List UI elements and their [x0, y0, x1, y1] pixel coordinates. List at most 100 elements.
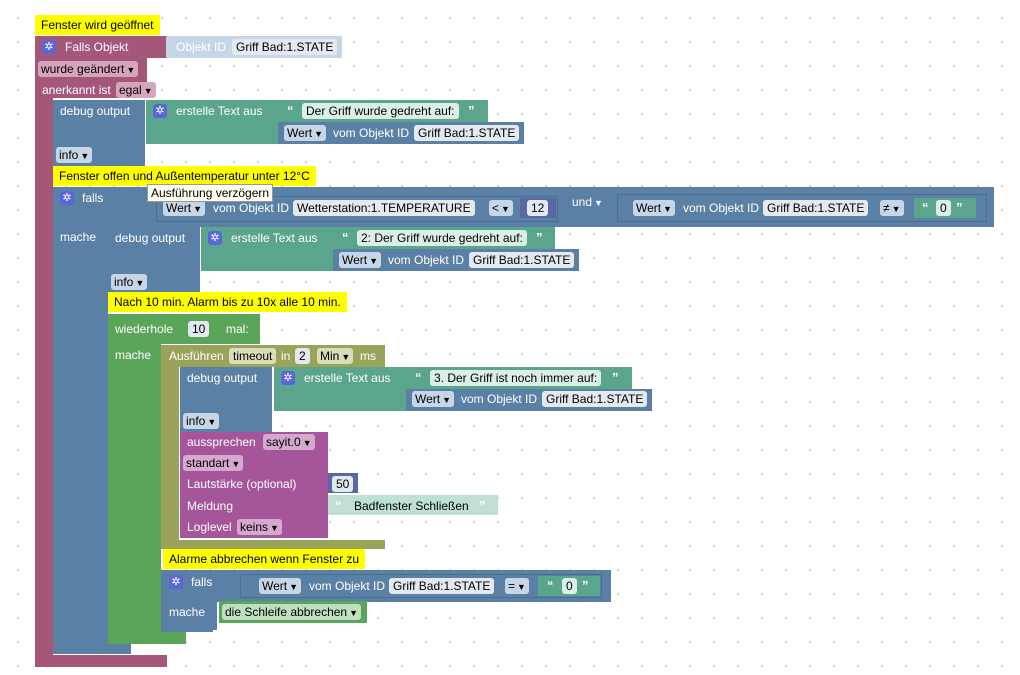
speak-msg[interactable]: Badfenster Schließen: [354, 499, 469, 513]
speak-log-dropdown[interactable]: keins▼: [237, 519, 282, 535]
comment-2[interactable]: Fenster offen und Außentemperatur unter …: [53, 166, 316, 186]
chevron-down-icon: ▼: [314, 129, 324, 139]
chevron-down-icon: ▼: [891, 204, 901, 214]
quote-open-icon: “: [547, 578, 554, 593]
gear-icon[interactable]: ✲: [208, 231, 222, 245]
speak-log-label: Loglevel: [187, 520, 232, 534]
if1-wert2-dropdown[interactable]: Wert▼: [633, 200, 676, 216]
timeout-rail: [161, 365, 179, 542]
debug2-wert-dropdown[interactable]: Wert▼: [339, 252, 382, 268]
chevron-down-icon: ▼: [663, 204, 673, 214]
repeat-count[interactable]: 10: [188, 321, 210, 337]
quote-close-icon: ”: [612, 370, 619, 385]
debug3-wert-dropdown[interactable]: Wert▼: [412, 391, 455, 407]
debug1-label: debug output: [60, 104, 131, 118]
gear-icon[interactable]: ✲: [169, 575, 183, 589]
speak-mode-dropdown[interactable]: standart▼: [183, 455, 244, 471]
gear-icon[interactable]: ✲: [60, 191, 74, 205]
text-join-block-1[interactable]: [146, 100, 278, 144]
event-block[interactable]: [35, 36, 167, 58]
debug3-text-label: erstelle Text aus: [304, 371, 391, 385]
chevron-down-icon: ▼: [302, 438, 312, 448]
text-join-block-2[interactable]: [201, 227, 333, 271]
speak-msg-input[interactable]: [328, 495, 498, 515]
if1-str[interactable]: 0: [936, 200, 951, 216]
debug1-obj[interactable]: Griff Bad:1.STATE: [414, 125, 520, 141]
if2-mache: mache: [169, 605, 206, 619]
if1-und-dropdown[interactable]: und▼: [569, 194, 606, 210]
if-block-1-rail: [53, 226, 108, 650]
quote-close-icon: ”: [536, 230, 543, 245]
if1-obj2[interactable]: Griff Bad:1.STATE: [763, 200, 869, 216]
debug2-vom: vom Objekt ID: [388, 253, 465, 267]
chevron-down-icon: ▼: [501, 204, 510, 214]
if1-wert-dropdown[interactable]: Wert▼: [163, 200, 206, 216]
ack-label: anerkannt ist: [42, 83, 111, 97]
chevron-down-icon: ▼: [349, 608, 359, 618]
debug3-obj[interactable]: Griff Bad:1.STATE: [542, 391, 648, 407]
chevron-down-icon: ▼: [143, 86, 153, 96]
if1-op2-dropdown[interactable]: ≠▼: [880, 200, 904, 216]
speak-instance-dropdown[interactable]: sayit.0▼: [263, 434, 315, 450]
debug1-string[interactable]: Der Griff wurde gedreht auf:: [302, 103, 459, 119]
quote-close-icon: ”: [582, 578, 589, 593]
if1-op1-dropdown[interactable]: <▼: [489, 200, 513, 216]
if1-falls: falls: [82, 191, 104, 205]
repeat-block[interactable]: [108, 314, 260, 344]
if1-obj1[interactable]: Wetterstation:1.TEMPERATURE: [293, 200, 475, 216]
if-block-2-bottom: [161, 620, 213, 632]
debug1-level-dropdown[interactable]: info▼: [56, 147, 93, 163]
if1-num[interactable]: 12: [527, 200, 549, 216]
repeat-mache: mache: [115, 348, 152, 362]
if2-op-dropdown[interactable]: =▼: [505, 578, 529, 594]
gear-icon[interactable]: ✲: [153, 104, 167, 118]
text-join-block-3[interactable]: [274, 367, 406, 411]
debug3-level-dropdown[interactable]: info▼: [183, 413, 220, 429]
gear-icon[interactable]: ✲: [281, 371, 295, 385]
timeout-label: Ausführen: [169, 349, 224, 363]
if1-vom-2: vom Objekt ID: [683, 201, 760, 215]
chevron-down-icon: ▼: [80, 151, 90, 161]
changed-dropdown[interactable]: wurde geändert▼: [38, 61, 139, 77]
speak-msg-label: Meldung: [187, 499, 234, 513]
timeout-unit-dropdown[interactable]: Min▼: [317, 348, 354, 364]
speak-volume-label: Lautstärke (optional): [187, 477, 297, 491]
if2-vom: vom Objekt ID: [309, 579, 386, 593]
if2-wert-dropdown[interactable]: Wert▼: [259, 578, 302, 594]
debug2-label: debug output: [115, 231, 186, 245]
debug2-string[interactable]: 2: Der Griff wurde gedreht auf:: [357, 230, 527, 246]
comment-4[interactable]: Alarme abbrechen wenn Fenster zu: [163, 549, 366, 569]
timeout-name[interactable]: timeout: [229, 348, 277, 364]
timeout-value[interactable]: 2: [295, 348, 310, 364]
quote-open-icon: “: [342, 230, 349, 245]
chevron-down-icon: ▼: [270, 523, 279, 533]
chevron-down-icon: ▼: [369, 256, 379, 266]
chevron-down-icon: ▼: [289, 582, 299, 592]
chevron-down-icon: ▼: [341, 352, 351, 362]
debug2-text-label: erstelle Text aus: [231, 231, 318, 245]
debug2-obj[interactable]: Griff Bad:1.STATE: [469, 252, 575, 268]
if2-obj[interactable]: Griff Bad:1.STATE: [389, 578, 495, 594]
chevron-down-icon: ▼: [594, 198, 603, 208]
debug2-level-dropdown[interactable]: info▼: [111, 274, 148, 290]
ack-dropdown[interactable]: egal▼: [116, 82, 156, 98]
gear-icon[interactable]: ✲: [42, 40, 56, 54]
chevron-down-icon: ▼: [126, 65, 136, 75]
repeat-label: wiederhole: [115, 322, 174, 336]
quote-open-icon: “: [287, 103, 294, 118]
quote-close-icon: ”: [479, 498, 486, 513]
debug1-wert-dropdown[interactable]: Wert▼: [284, 125, 327, 141]
break-dropdown[interactable]: die Schleife abbrechen▼: [222, 604, 362, 620]
trigger-label: Falls Objekt: [65, 40, 129, 54]
objid-label: Objekt ID: [176, 40, 227, 54]
debug3-string[interactable]: 3. Der Griff ist noch immer auf:: [430, 370, 602, 386]
if2-str[interactable]: 0: [562, 578, 577, 594]
objid-value[interactable]: Griff Bad:1.STATE: [232, 39, 338, 55]
repeat-rail: [108, 342, 161, 640]
comment-3[interactable]: Nach 10 min. Alarm bis zu 10x alle 10 mi…: [108, 292, 347, 312]
quote-close-icon: ”: [956, 200, 963, 215]
if1-vom-1: vom Objekt ID: [213, 201, 290, 215]
speak-volume[interactable]: 50: [332, 476, 354, 492]
debug1-text-label: erstelle Text aus: [176, 104, 263, 118]
comment-1[interactable]: Fenster wird geöffnet: [35, 15, 160, 35]
